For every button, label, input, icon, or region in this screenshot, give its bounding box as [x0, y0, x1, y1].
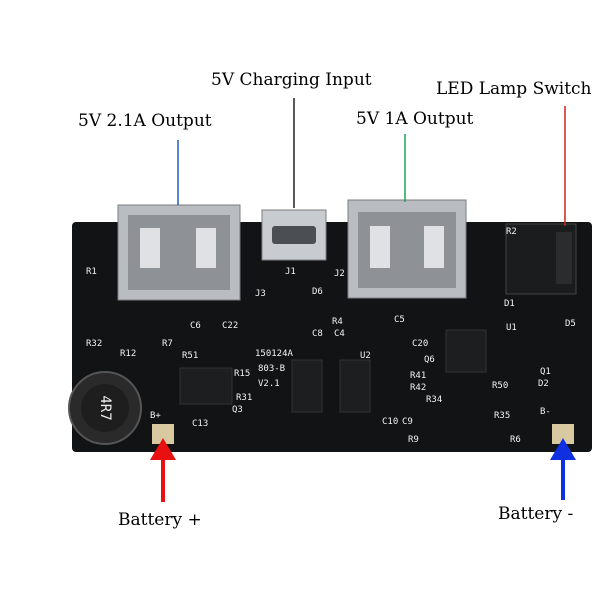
label-battery-plus: Battery +: [118, 510, 202, 530]
silk-ref: R42: [410, 383, 427, 393]
silk-ref: C4: [334, 329, 345, 339]
battery-minus-pad: [552, 424, 574, 444]
silk-ref: U2: [360, 351, 371, 361]
silk-ref: C6: [190, 321, 201, 331]
ic-left: [179, 367, 233, 405]
silk-ref: R34: [426, 395, 443, 405]
silk-ref: R50: [492, 381, 509, 391]
silk-ref: R4: [332, 317, 343, 327]
usb-port-1a: [347, 199, 467, 299]
silk-ref: B+: [150, 411, 161, 421]
silk-ref: R12: [120, 349, 137, 359]
ic-center-2: [339, 359, 371, 413]
silk-ref: Q1: [540, 367, 551, 377]
label-battery-minus: Battery -: [498, 504, 574, 524]
silk-ref: R41: [410, 371, 427, 381]
battery-plus-arrow: [150, 438, 176, 502]
ic-center-1: [291, 359, 323, 413]
silk-ref: J3: [255, 289, 266, 299]
inductor: [68, 371, 142, 445]
silk-ref: C5: [394, 315, 405, 325]
silk-version: V2.1: [258, 379, 280, 389]
silk-ref: C10: [382, 417, 399, 427]
silk-ref: J2: [334, 269, 345, 279]
silk-ref: C20: [412, 339, 429, 349]
label-led-switch: LED Lamp Switch: [436, 79, 592, 99]
silk-ref: U1: [506, 323, 517, 333]
usb-port-21a: [117, 204, 241, 301]
silk-ref: R2: [506, 227, 517, 237]
silk-ref: C22: [222, 321, 239, 331]
label-usb-21a: 5V 2.1A Output: [78, 111, 212, 131]
silk-ref: D2: [538, 379, 549, 389]
silk-ref: C13: [192, 419, 209, 429]
label-charging-input: 5V Charging Input: [211, 70, 372, 90]
silk-ref: J1: [285, 267, 296, 277]
led-switch: [505, 223, 577, 295]
silk-ref: R51: [182, 351, 199, 361]
ic-right: [445, 329, 487, 373]
silk-ref: C8: [312, 329, 323, 339]
battery-plus-pad: [152, 424, 174, 444]
silk-ref: R6: [510, 435, 521, 445]
silk-ref: Q6: [424, 355, 435, 365]
silk-ref: R15: [234, 369, 251, 379]
silk-ref: R7: [162, 339, 173, 349]
label-usb-1a: 5V 1A Output: [356, 109, 474, 129]
silk-ref: D1: [504, 299, 515, 309]
micro-usb-port: [261, 209, 327, 261]
silk-ref: D6: [312, 287, 323, 297]
silk-model: 803-B: [258, 364, 286, 374]
silk-ref: R35: [494, 411, 511, 421]
silk-ref: R9: [408, 435, 419, 445]
silk-pcb-id: 150124A: [255, 349, 293, 359]
silk-ref: R32: [86, 339, 103, 349]
silk-ref: Q3: [232, 405, 243, 415]
silk-ref: R1: [86, 267, 97, 277]
battery-minus-arrow: [550, 438, 576, 500]
silk-ref: C9: [402, 417, 413, 427]
silk-ref: B-: [540, 407, 551, 417]
silk-ref: D5: [565, 319, 576, 329]
silk-ref: R31: [236, 393, 253, 403]
inductor-marking: 4R7: [97, 395, 113, 420]
